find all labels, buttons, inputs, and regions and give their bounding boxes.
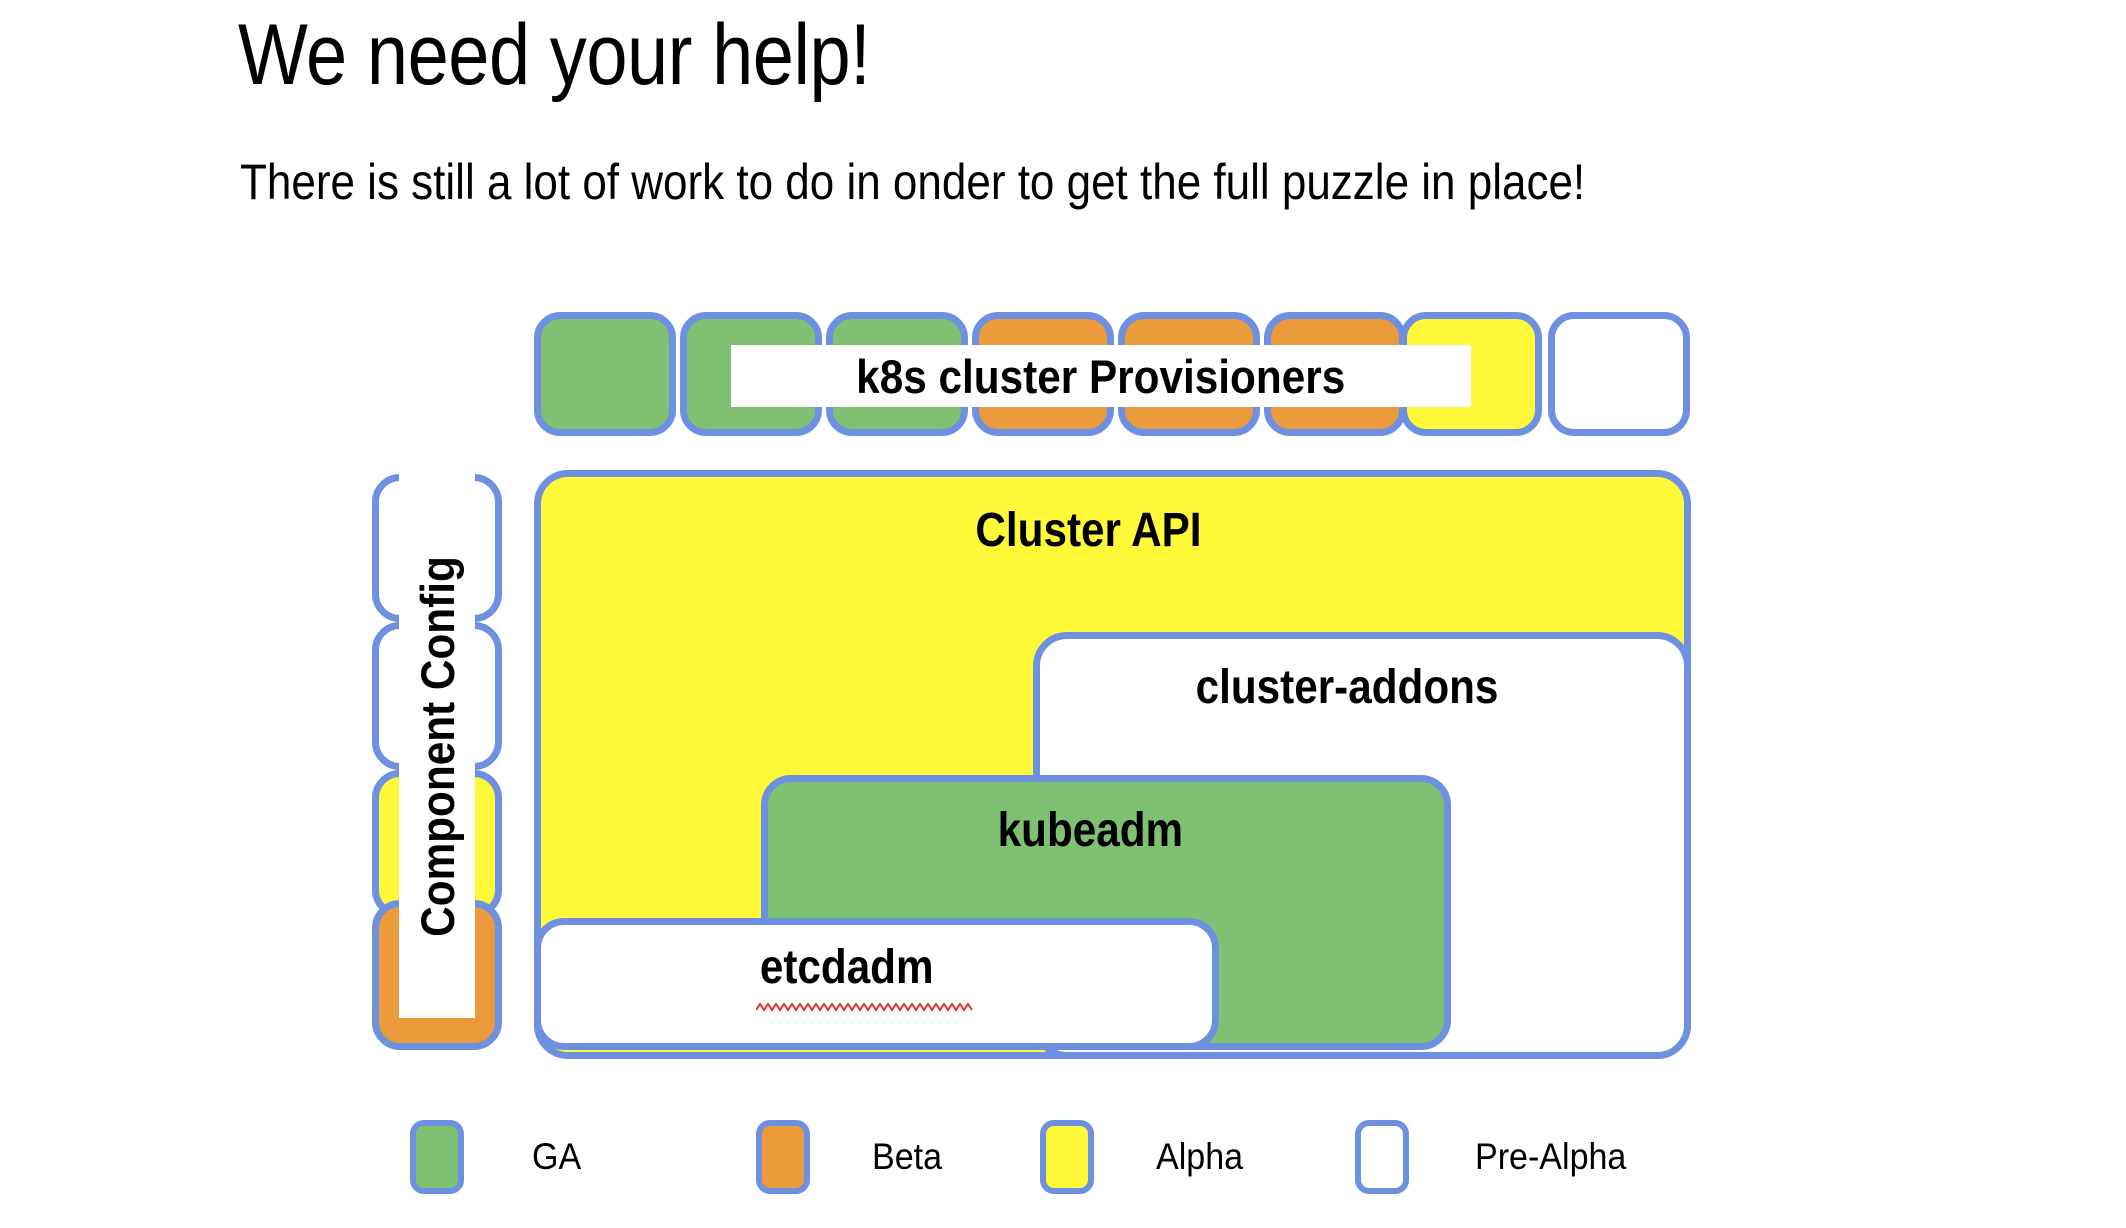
spellcheck-underline-icon (756, 1002, 973, 1012)
provisioner-box-1[interactable] (534, 312, 676, 436)
page-subtitle: There is still a lot of work to do in on… (240, 154, 1586, 210)
legend-swatch-beta (756, 1120, 810, 1194)
component-config-label-banner: Component Config (399, 474, 475, 1018)
legend-label-ga: GA (532, 1136, 582, 1177)
provisioners-label: k8s cluster Provisioners (856, 349, 1346, 403)
legend-swatch-pre-alpha (1355, 1120, 1409, 1194)
cluster-addons-label: cluster-addons (1195, 661, 1499, 714)
legend-label-beta: Beta (872, 1136, 943, 1177)
legend-label-pre-alpha: Pre-Alpha (1475, 1136, 1627, 1177)
legend-swatch-ga (410, 1120, 464, 1194)
kubeadm-label: kubeadm (997, 804, 1184, 857)
cluster-api-label: Cluster API (975, 504, 1202, 557)
page-title: We need your help! (238, 7, 871, 103)
etcdadm-box[interactable] (534, 918, 1219, 1050)
provisioner-box-8[interactable] (1548, 312, 1690, 436)
provisioners-label-banner: k8s cluster Provisioners (731, 345, 1471, 407)
legend-label-alpha: Alpha (1156, 1136, 1244, 1177)
legend-swatch-alpha (1040, 1120, 1094, 1194)
etcdadm-label: etcdadm (759, 941, 934, 994)
component-config-label: Component Config (410, 555, 464, 937)
